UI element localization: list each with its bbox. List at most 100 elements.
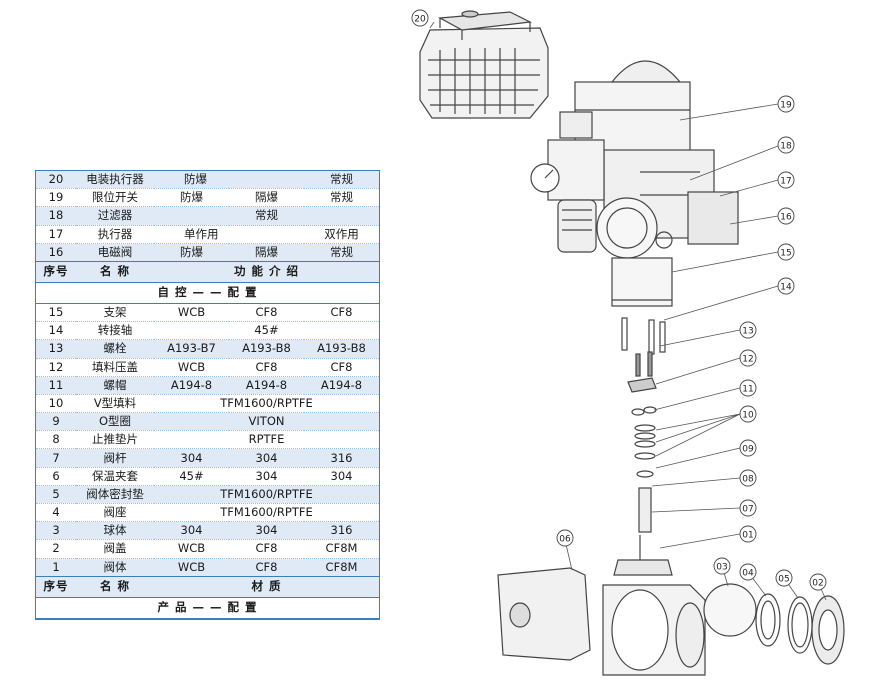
callout-number: 03: [716, 563, 727, 573]
row-part-name: 止推垫片: [76, 430, 154, 450]
header-name: 名 称: [76, 260, 154, 283]
callout-number: 16: [780, 213, 792, 223]
row-part-name: 执行器: [76, 225, 154, 244]
row-part-name: 限位开关: [76, 188, 154, 208]
header-no: 序号: [36, 575, 76, 598]
callout-circle: [739, 469, 757, 487]
row-part-name: 阀体: [76, 558, 154, 577]
callout-circle: [775, 569, 793, 587]
pneumatic-actuator-illustration: [574, 60, 739, 307]
callout-number: 06: [559, 535, 571, 545]
row-number: 12: [36, 358, 76, 377]
row-part-name: 螺帽: [76, 376, 154, 395]
row-part-name: O型圈: [76, 412, 154, 432]
callout-circle: [739, 379, 757, 397]
row-part-name: 电磁阀: [76, 243, 154, 262]
row-value-1: 304: [154, 448, 229, 468]
row-value-1: 防爆: [154, 243, 229, 262]
row-value-2: 隔爆: [229, 243, 304, 262]
row-number: 10: [36, 394, 76, 414]
row-value-3: 双作用: [304, 225, 379, 244]
row-value-3: CF8M: [304, 539, 379, 559]
callout-circle: [777, 207, 795, 225]
callout-number: 04: [742, 569, 754, 579]
row-part-name: 过滤器: [76, 206, 154, 226]
row-part-name: 阀体密封垫: [76, 485, 154, 505]
row-number: 8: [36, 430, 76, 450]
callout-circle: [739, 321, 757, 339]
row-value-3: 常规: [304, 188, 379, 208]
row-part-name: 阀盖: [76, 539, 154, 559]
callout-number: 15: [780, 249, 791, 259]
row-number: 18: [36, 206, 76, 226]
row-value-2: CF8: [229, 539, 304, 559]
callout-number: 12: [742, 355, 753, 365]
row-value-2: 304: [229, 448, 304, 468]
row-number: 17: [36, 225, 76, 244]
callout-circle: [739, 525, 757, 543]
row-value: TFM1600/RPTFE: [154, 485, 379, 505]
row-number: 5: [36, 485, 76, 505]
callout-circle: [777, 136, 795, 154]
row-value-1: 304: [154, 521, 229, 541]
row-value-2: CF8: [229, 558, 304, 577]
row-part-name: 阀座: [76, 503, 154, 523]
callout-circle: [739, 405, 757, 423]
row-value-3: CF8: [304, 358, 379, 377]
row-value-1: 防爆: [154, 171, 304, 190]
callout-number: 14: [780, 283, 792, 293]
row-number: 3: [36, 521, 76, 541]
row-value-1: A194-8: [154, 376, 229, 395]
callout-number: 10: [742, 411, 754, 421]
row-value: 45#: [154, 321, 379, 341]
header-name: 名 称: [76, 575, 154, 598]
callout-number: 09: [742, 445, 754, 455]
callout-number: 07: [742, 505, 753, 515]
row-value-2: CF8: [229, 358, 304, 377]
stem-parts-illustration: [621, 317, 666, 533]
row-part-name: 支架: [76, 303, 154, 323]
row-value-1: 单作用: [154, 225, 304, 244]
callout-circle: [777, 243, 795, 261]
row-value-3: 常规: [304, 243, 379, 262]
row-part-name: 球体: [76, 521, 154, 541]
callout-circle: [713, 557, 731, 575]
callout-circle: [777, 171, 795, 189]
row-value-2: 隔爆: [229, 188, 304, 208]
callout-number: 20: [414, 15, 426, 25]
row-value-3: CF8M: [304, 558, 379, 577]
callout-circle: [739, 563, 757, 581]
row-value-3: 常规: [304, 171, 379, 190]
row-part-name: 保温夹套: [76, 467, 154, 486]
row-part-name: 转接轴: [76, 321, 154, 341]
row-number: 2: [36, 539, 76, 559]
row-part-name: V型填料: [76, 394, 154, 414]
row-value-2: 304: [229, 467, 304, 486]
row-number: 13: [36, 339, 76, 359]
row-value-3: A194-8: [304, 376, 379, 395]
row-value-1: WCB: [154, 358, 229, 377]
callout-number: 18: [780, 142, 792, 152]
header-function: 功 能 介 绍: [154, 260, 379, 283]
callout-number: 17: [780, 177, 791, 187]
row-number: 16: [36, 243, 76, 262]
header-row-function: 序号 名 称 功 能 介 绍: [36, 260, 379, 283]
callout-circle: [411, 9, 429, 27]
section-automation-title: 自 控 — — 配 置: [36, 282, 379, 304]
row-value-2: 304: [229, 521, 304, 541]
row-value-3: A193-B8: [304, 339, 379, 359]
filter-regulator-illustration: [530, 111, 605, 253]
header-no: 序号: [36, 260, 76, 283]
row-value-3: 316: [304, 521, 379, 541]
